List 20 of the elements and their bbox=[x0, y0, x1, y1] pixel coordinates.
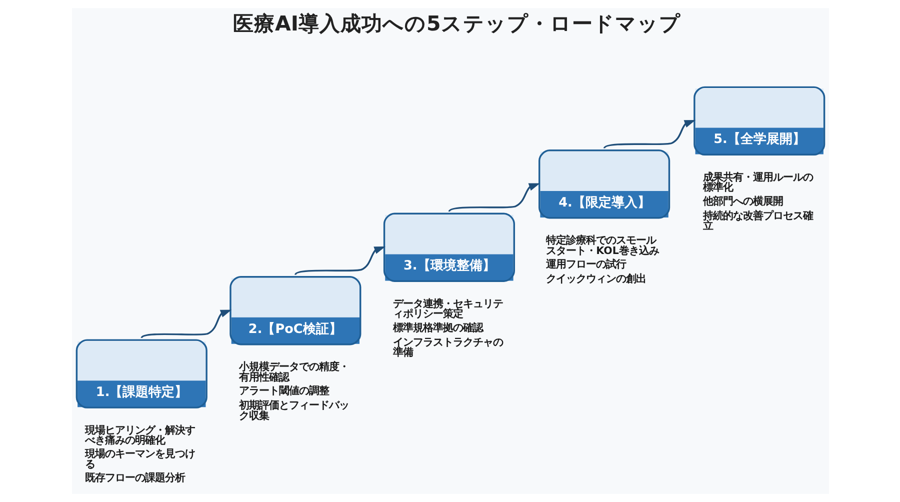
node-label: 成果共有・運用ルールの標準化 bbox=[702, 171, 812, 194]
node-label: 他部門への横展開 bbox=[702, 195, 782, 208]
node-label: 現場ヒアリング・解決すべき痛みの明確化 bbox=[84, 424, 195, 447]
node-label: クイックウィンの創出 bbox=[546, 273, 646, 286]
node-label: 小規模データでの精度・有用性確認 bbox=[238, 361, 349, 384]
node-label: 現場のキーマンを見つける bbox=[84, 448, 195, 470]
arrow bbox=[294, 246, 385, 276]
arrow bbox=[603, 120, 696, 149]
node-label: 持続的な改善プロセス確立 bbox=[702, 210, 812, 232]
node-label: 標準規格準拠の確認 bbox=[392, 322, 482, 334]
diagram-title: 医療AI導入成功への5ステップ・ロードマップ bbox=[232, 12, 680, 36]
node-label: アラート閾値の調整 bbox=[238, 384, 329, 397]
arrow bbox=[140, 310, 232, 338]
node-label: 初期評価とフィードバック収集 bbox=[238, 400, 349, 422]
node-label: データ連携・セキュリティポリシー策定 bbox=[392, 298, 502, 320]
node-label: 特定診療科でのスモールスタート・KOL巻き込み bbox=[546, 234, 658, 257]
node-label: 運用フローの試行 bbox=[546, 258, 626, 271]
arrow bbox=[448, 183, 540, 212]
node-label: インフラストラクチャの準備 bbox=[392, 336, 502, 359]
node-label: 既存フローの課題分析 bbox=[84, 472, 185, 484]
